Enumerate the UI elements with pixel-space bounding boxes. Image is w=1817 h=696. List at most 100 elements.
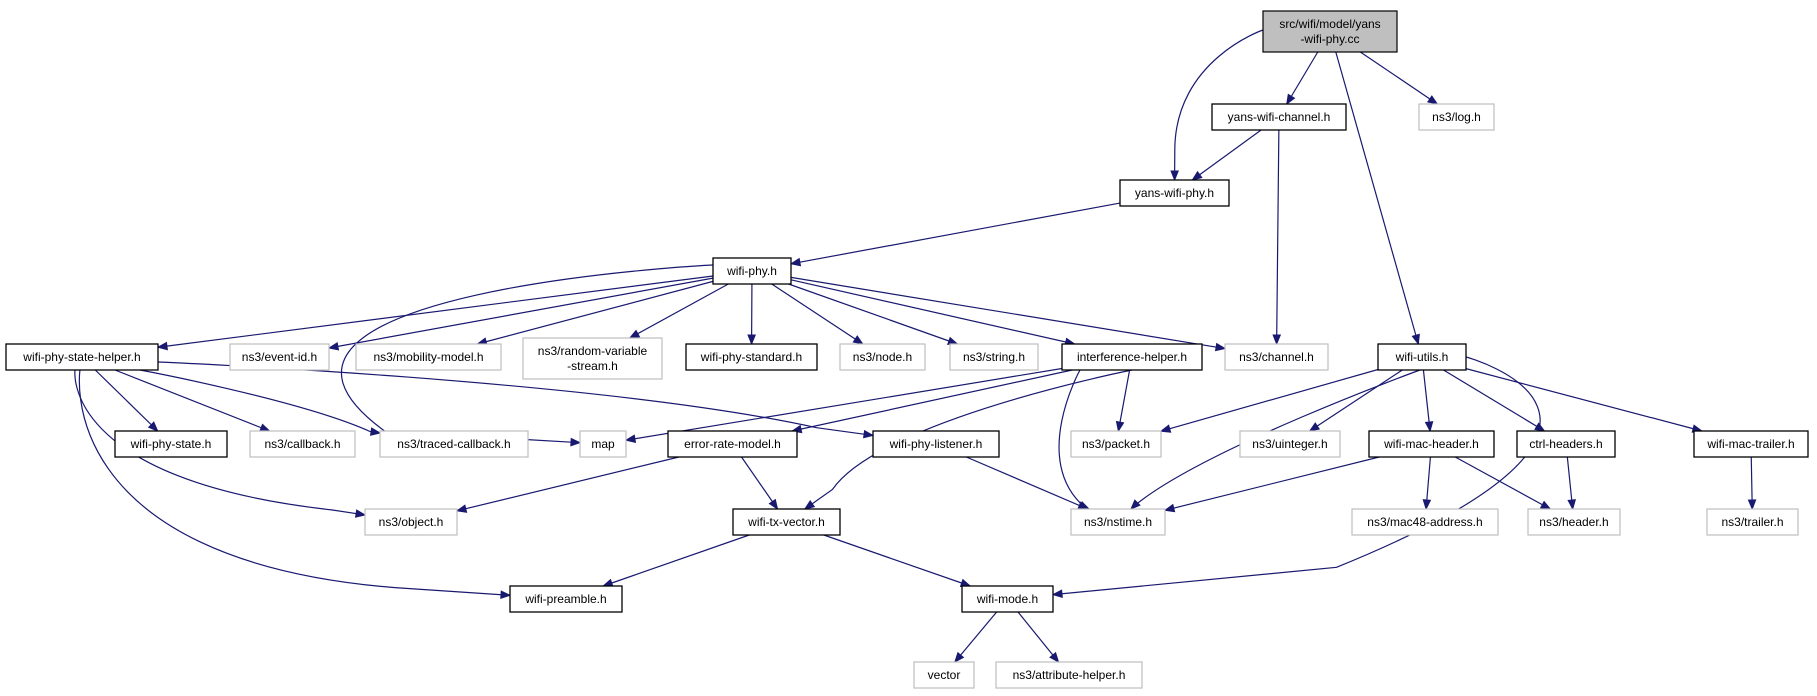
node-box-mobility-model[interactable]	[355, 343, 502, 371]
node-wifi-utils[interactable]: wifi-utils.h	[1377, 343, 1467, 371]
node-wifi-phy-standard[interactable]: wifi-phy-standard.h	[685, 343, 818, 371]
node-wifi-phy-state[interactable]: wifi-phy-state.h	[114, 430, 228, 458]
node-box-wifi-phy-state[interactable]	[114, 430, 228, 458]
node-box-wifi-mac-trailer[interactable]	[1693, 430, 1809, 458]
node-box-vector[interactable]	[913, 661, 975, 689]
node-box-wifi-mode[interactable]	[961, 585, 1054, 613]
node-box-traced-callback[interactable]	[379, 430, 529, 458]
node-callback[interactable]: ns3/callback.h	[249, 430, 356, 458]
node-box-nstime[interactable]	[1070, 508, 1166, 536]
arrowhead-wifi-phy-to-random-variable-stream	[628, 329, 641, 339]
node-box-map[interactable]	[579, 430, 627, 458]
node-label-wifi-preamble-0: wifi-preamble.h	[524, 592, 606, 606]
node-label-ctrl-headers-0: ctrl-headers.h	[1529, 437, 1602, 451]
node-label-attribute-helper-0: ns3/attribute-helper.h	[1013, 668, 1126, 682]
edge-wifi-utils-to-wifi-mac-header	[1422, 369, 1431, 432]
node-box-interference-helper[interactable]	[1061, 343, 1203, 371]
node-wifi-phy-listener[interactable]: wifi-phy-listener.h	[872, 430, 1000, 458]
node-label-wifi-phy-0: wifi-phy.h	[726, 264, 777, 278]
node-box-callback[interactable]	[249, 430, 356, 458]
arrowhead-wifi-phy-to-string	[947, 336, 959, 345]
node-packet[interactable]: ns3/packet.h	[1070, 430, 1162, 458]
node-uinteger[interactable]: ns3/uinteger.h	[1239, 430, 1341, 458]
edge-root-to-log	[1359, 51, 1438, 105]
node-box-yans-wifi-phy[interactable]	[1119, 179, 1230, 207]
node-box-object[interactable]	[364, 508, 458, 536]
node-object[interactable]: ns3/object.h	[364, 508, 458, 536]
node-wifi-phy[interactable]: wifi-phy.h	[712, 257, 792, 285]
node-box-wifi-phy-standard[interactable]	[685, 343, 818, 371]
node-box-wifi-phy-state-helper[interactable]	[5, 343, 159, 371]
node-box-event-id[interactable]	[229, 343, 330, 371]
edge-wifi-phy-state-helper-to-object	[74, 369, 366, 516]
node-box-attribute-helper[interactable]	[995, 661, 1143, 689]
node-error-rate-model[interactable]: error-rate-model.h	[667, 430, 798, 458]
node-map[interactable]: map	[579, 430, 627, 458]
node-log[interactable]: ns3/log.h	[1418, 103, 1495, 131]
node-interference-helper[interactable]: interference-helper.h	[1061, 343, 1203, 371]
node-box-channel[interactable]	[1224, 343, 1329, 371]
node-box-wifi-phy-listener[interactable]	[872, 430, 1000, 458]
node-nstime[interactable]: ns3/nstime.h	[1070, 508, 1166, 536]
edge-interference-helper-to-error-rate-model	[792, 369, 1073, 432]
node-random-variable-stream[interactable]: ns3/random-variable-stream.h	[522, 337, 663, 380]
arrowhead-wifi-phy-to-wifi-phy-state-helper	[156, 341, 168, 351]
edge-wifi-tx-vector-to-wifi-mode	[823, 534, 971, 587]
edge-wifi-phy-to-map	[341, 264, 714, 444]
node-mobility-model[interactable]: ns3/mobility-model.h	[355, 343, 502, 371]
node-node[interactable]: ns3/node.h	[839, 343, 926, 371]
node-box-header[interactable]	[1527, 508, 1621, 536]
arrowhead-root-to-yans-wifi-channel	[1286, 93, 1296, 106]
node-box-uinteger[interactable]	[1239, 430, 1341, 458]
node-label-packet-0: ns3/packet.h	[1082, 437, 1150, 451]
node-label-root-1: -wifi-phy.cc	[1300, 32, 1359, 46]
node-label-callback-0: ns3/callback.h	[264, 437, 340, 451]
node-ctrl-headers[interactable]: ctrl-headers.h	[1516, 430, 1616, 458]
node-event-id[interactable]: ns3/event-id.h	[229, 343, 330, 371]
node-box-random-variable-stream[interactable]	[522, 337, 663, 380]
node-channel[interactable]: ns3/channel.h	[1224, 343, 1329, 371]
node-box-wifi-utils[interactable]	[1377, 343, 1467, 371]
node-box-log[interactable]	[1418, 103, 1495, 131]
edge-wifi-mac-header-to-header	[1454, 456, 1551, 510]
node-yans-wifi-phy[interactable]: yans-wifi-phy.h	[1119, 179, 1230, 207]
node-box-wifi-preamble[interactable]	[509, 585, 623, 613]
arrowhead-wifi-phy-to-channel	[1214, 342, 1227, 352]
node-label-node-0: ns3/node.h	[853, 350, 912, 364]
node-box-trailer[interactable]	[1706, 508, 1799, 536]
node-box-string[interactable]	[949, 343, 1039, 371]
node-wifi-mode[interactable]: wifi-mode.h	[961, 585, 1054, 613]
node-traced-callback[interactable]: ns3/traced-callback.h	[379, 430, 529, 458]
node-vector[interactable]: vector	[913, 661, 975, 689]
node-trailer[interactable]: ns3/trailer.h	[1706, 508, 1799, 536]
node-box-yans-wifi-channel[interactable]	[1211, 103, 1347, 131]
node-box-ctrl-headers[interactable]	[1516, 430, 1616, 458]
node-box-wifi-tx-vector[interactable]	[732, 508, 841, 536]
node-wifi-tx-vector[interactable]: wifi-tx-vector.h	[732, 508, 841, 536]
node-wifi-mac-trailer[interactable]: wifi-mac-trailer.h	[1693, 430, 1809, 458]
node-label-wifi-phy-state-helper-0: wifi-phy-state-helper.h	[22, 350, 140, 364]
node-box-wifi-phy[interactable]	[712, 257, 792, 285]
edge-interference-helper-to-wifi-tx-vector	[804, 369, 1133, 510]
arrowhead-wifi-phy-state-helper-to-traced-callback	[369, 427, 382, 436]
edges-layer	[74, 29, 1757, 664]
arrowhead-wifi-mode-to-attribute-helper	[1049, 651, 1060, 664]
node-box-error-rate-model[interactable]	[667, 430, 798, 458]
node-header[interactable]: ns3/header.h	[1527, 508, 1621, 536]
node-box-mac48-address[interactable]	[1351, 508, 1499, 536]
node-box-node[interactable]	[839, 343, 926, 371]
node-wifi-phy-state-helper[interactable]: wifi-phy-state-helper.h	[5, 343, 159, 371]
node-root[interactable]: src/wifi/model/yans-wifi-phy.cc	[1262, 10, 1398, 53]
node-string[interactable]: ns3/string.h	[949, 343, 1039, 371]
node-mac48-address[interactable]: ns3/mac48-address.h	[1351, 508, 1499, 536]
node-box-packet[interactable]	[1070, 430, 1162, 458]
edge-yans-wifi-phy-to-wifi-phy	[790, 202, 1121, 265]
node-yans-wifi-channel[interactable]: yans-wifi-channel.h	[1211, 103, 1347, 131]
arrowhead-wifi-mac-header-to-header	[1539, 500, 1552, 510]
node-attribute-helper[interactable]: ns3/attribute-helper.h	[995, 661, 1143, 689]
node-box-root[interactable]	[1262, 10, 1398, 53]
node-wifi-preamble[interactable]: wifi-preamble.h	[509, 585, 623, 613]
node-box-wifi-mac-header[interactable]	[1368, 430, 1495, 458]
node-wifi-mac-header[interactable]: wifi-mac-header.h	[1368, 430, 1495, 458]
